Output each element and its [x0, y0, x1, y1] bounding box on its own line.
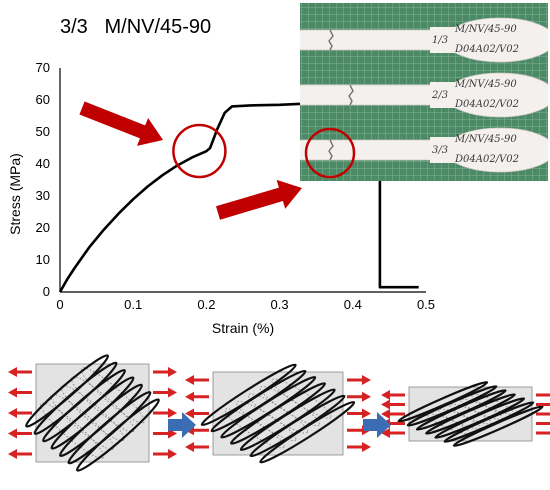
y-tick-label: 40	[36, 156, 50, 171]
x-tick-label: 0.4	[344, 297, 362, 312]
load-arrow-head-left	[381, 409, 390, 419]
load-arrow-head-left	[8, 428, 17, 439]
transition-arrow	[168, 412, 196, 438]
load-arrow-head-left	[185, 375, 194, 385]
load-arrow-head-left	[381, 399, 390, 410]
load-arrow-head-left	[8, 367, 17, 377]
load-arrow-head-right	[362, 442, 371, 452]
y-tick-label: 20	[36, 220, 50, 235]
x-tick-label: 0.5	[417, 297, 435, 312]
schematic-stage	[185, 363, 371, 464]
x-tick-label: 0	[56, 297, 63, 312]
y-axis-title: Stress (MPa)	[7, 153, 23, 235]
specimen-panel	[35, 363, 150, 463]
specimen-label-number: 3/3	[432, 145, 448, 156]
pointer-arrow-to-fracture	[216, 179, 302, 220]
specimen-gauge	[300, 84, 447, 106]
specimen-neck	[430, 137, 460, 163]
schematic-stage	[381, 381, 550, 447]
load-arrow-head-left	[381, 390, 390, 400]
fracture-crack	[328, 139, 334, 161]
pointer-arrow-to-knee	[79, 101, 163, 146]
fiber-ellipse-dotted	[70, 376, 135, 433]
load-arrow-head-right	[362, 408, 371, 419]
specimen-label-code: M/NV/45-90	[454, 24, 517, 35]
fiber-ellipse-dotted	[60, 384, 125, 442]
load-arrow-head-left	[8, 408, 17, 418]
y-tick-label: 10	[36, 252, 50, 267]
specimen-gauge	[300, 139, 447, 161]
fiber-ellipse	[452, 405, 544, 447]
load-arrow-head-left	[8, 449, 17, 459]
highlight-circle-fracture	[304, 127, 356, 179]
specimen-label-batch: D04A02/V02	[454, 44, 519, 55]
load-arrow-head-right	[362, 375, 371, 385]
specimen-panel	[212, 371, 344, 456]
axes	[59, 68, 426, 293]
specimen-label-number: 1/3	[432, 35, 448, 46]
load-arrow-head-right	[168, 408, 177, 418]
fiber-ellipse	[259, 400, 356, 464]
load-arrow-head-right	[168, 387, 177, 398]
chart-title: 3/3 M/NV/45-90	[60, 16, 211, 38]
x-tick-label: 0.1	[124, 297, 142, 312]
y-tick-label: 50	[36, 124, 50, 139]
specimen-label-batch: D04A02/V02	[454, 154, 519, 165]
load-arrow-head-right	[168, 367, 177, 377]
load-arrow-head-left	[8, 387, 17, 398]
specimen-label-batch: D04A02/V02	[454, 99, 519, 110]
fiber-ellipse-dotted	[50, 393, 115, 450]
specimen-label-code: M/NV/45-90	[454, 134, 517, 145]
fiber-ellipse-dotted	[40, 402, 105, 459]
y-tick-label: 30	[36, 188, 50, 203]
fracture-crack	[348, 84, 354, 106]
fiber-ellipse	[75, 398, 160, 472]
tick-labels: 0 0.1 0.2 0.3 0.4 0.5 0 10 20 30 40 50 60 70	[36, 60, 436, 312]
x-tick-label: 0.2	[197, 297, 215, 312]
transition-arrow	[363, 412, 391, 438]
specimen-neck	[430, 82, 460, 108]
annotations	[79, 101, 356, 220]
load-arrow-head-left	[185, 391, 194, 402]
highlight-circle-knee	[172, 123, 227, 179]
x-tick-label: 0.3	[271, 297, 289, 312]
y-tick-label: 0	[43, 284, 50, 299]
x-axis-title: Strain (%)	[212, 320, 274, 336]
load-arrow-head-left	[381, 428, 390, 438]
specimens: M/NV/45-901/3D04A02/V02M/NV/45-902/3D04A…	[300, 17, 548, 173]
y-tick-label: 70	[36, 60, 50, 75]
fracture-crack	[328, 29, 334, 51]
specimen-neck	[430, 27, 460, 53]
fiber-ellipse-dotted	[80, 367, 145, 424]
schematic-stage	[8, 354, 177, 472]
specimen-label-code: M/NV/45-90	[454, 79, 517, 90]
load-arrow-head-left	[185, 408, 194, 419]
specimen-gauge	[300, 29, 447, 51]
load-arrow-head-right	[362, 391, 371, 402]
load-arrow-head-left	[185, 442, 194, 452]
specimen-photo: M/NV/45-901/3D04A02/V02M/NV/45-902/3D04A…	[300, 3, 548, 181]
deformation-schematic	[8, 354, 550, 472]
y-tick-label: 60	[36, 92, 50, 107]
specimen-label-number: 2/3	[431, 90, 448, 101]
load-arrow-head-right	[168, 449, 177, 459]
